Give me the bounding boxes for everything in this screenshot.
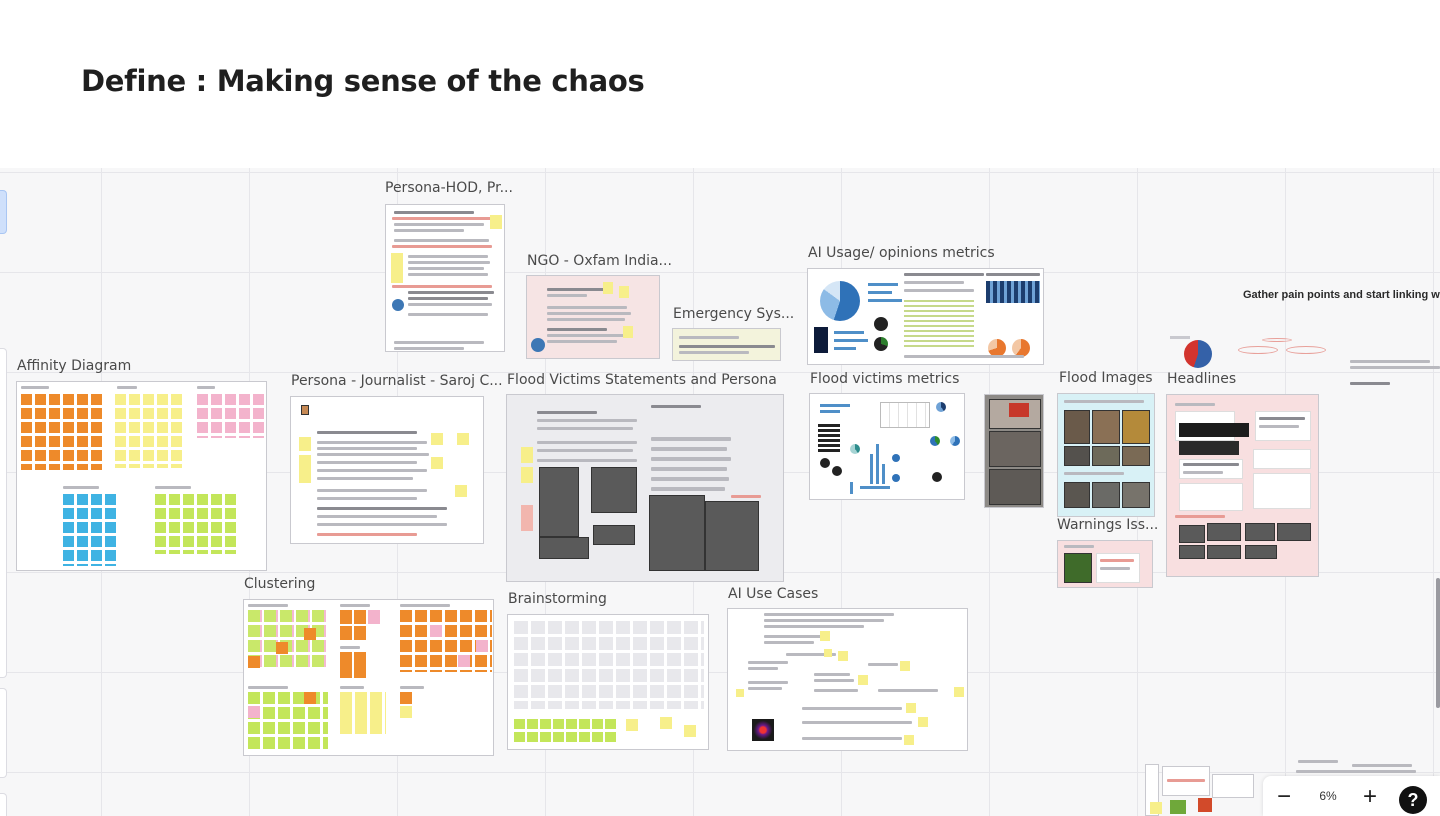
frame-title-emergency[interactable]: Emergency Sys... [673,306,795,322]
frame-small[interactable] [1212,774,1254,798]
frame-brainstorming[interactable] [507,614,709,750]
frame-title-flood-images[interactable]: Flood Images [1059,370,1153,386]
plus-icon: + [1362,783,1377,810]
page-title: Define : Making sense of the chaos [81,64,645,98]
frame-clustering[interactable] [243,599,494,756]
frame-title-ai-use-cases[interactable]: AI Use Cases [728,586,819,602]
frame-flood-images[interactable] [1057,393,1155,517]
frame-title-warnings[interactable]: Warnings Iss... [1057,517,1159,533]
frame-title-journalist[interactable]: Persona - Journalist - Saroj C... [291,373,503,389]
frame-ai-use-cases[interactable] [727,608,968,751]
frame-title-affinity[interactable]: Affinity Diagram [17,358,132,374]
frame-persona-hod[interactable] [385,204,505,352]
frame-flood-metrics[interactable] [809,393,965,500]
rail-tab-active[interactable] [0,190,7,234]
zoom-out-button[interactable]: − [1271,783,1297,810]
frame-ngo[interactable] [526,275,660,359]
frame-flood-statements[interactable] [506,394,784,582]
rail-tab[interactable] [0,688,7,778]
frame-affinity[interactable] [16,381,267,571]
frame-ai-usage[interactable] [807,268,1044,365]
frame-title-clustering[interactable]: Clustering [244,576,316,592]
help-icon: ? [1407,789,1419,810]
frame-title-flood-metrics[interactable]: Flood victims metrics [810,371,960,387]
rail-tab[interactable] [0,793,7,816]
minus-icon: − [1276,783,1291,810]
help-button[interactable]: ? [1399,786,1427,814]
vertical-scrollbar[interactable] [1436,578,1440,708]
frame-title-headlines[interactable]: Headlines [1167,371,1237,387]
frame-emergency[interactable] [672,328,781,361]
frame-title-persona-hod[interactable]: Persona-HOD, Pr... [385,180,513,196]
frame-photo-collage[interactable] [984,394,1044,508]
canvas-note[interactable]: Gather pain points and start linking wi [1243,289,1440,301]
whiteboard-canvas[interactable]: Persona-HOD, Pr... NGO - Oxfam India... [0,168,1440,816]
frame-journalist[interactable] [290,396,484,544]
left-rail [0,188,8,816]
frame-small[interactable] [1162,766,1210,796]
frame-warnings[interactable] [1057,540,1153,588]
frame-title-ngo[interactable]: NGO - Oxfam India... [527,253,672,269]
rail-tab[interactable] [0,348,7,678]
frame-title-brainstorming[interactable]: Brainstorming [508,591,607,607]
zoom-in-button[interactable]: + [1357,783,1383,810]
frame-title-flood-statements[interactable]: Flood Victims Statements and Persona [507,372,777,388]
zoom-level[interactable]: 6% [1319,789,1337,803]
frame-headlines[interactable] [1166,394,1319,577]
zoom-controls: − 6% + ? [1263,776,1440,816]
frame-title-ai-usage[interactable]: AI Usage/ opinions metrics [808,245,995,261]
chart-thumbnail [1184,340,1212,368]
